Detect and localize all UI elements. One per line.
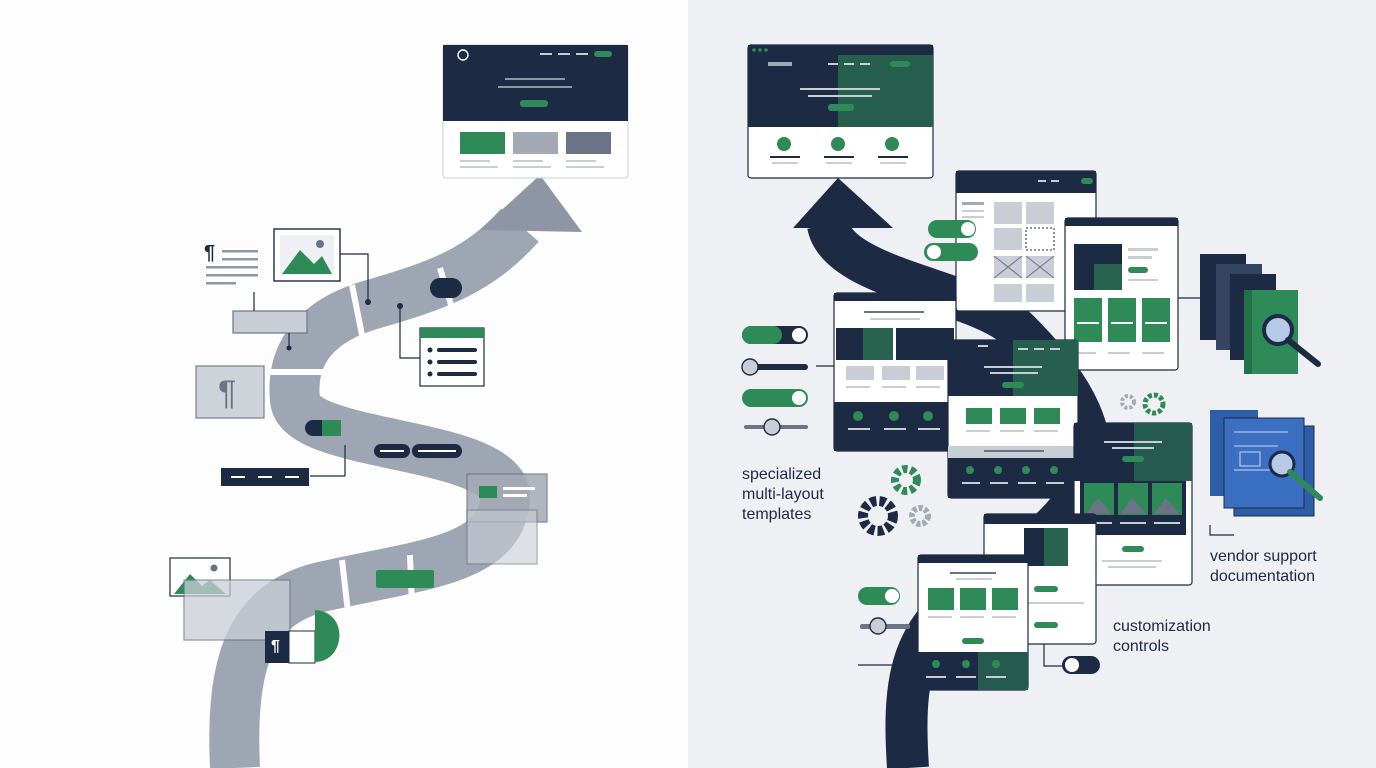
paragraph-icon-small: ¶ <box>271 638 280 655</box>
right-illustration <box>741 44 1323 768</box>
label-templates: specialized multi-layout templates <box>742 466 824 523</box>
gear-icon-small <box>1120 392 1166 416</box>
website-mockup-main <box>747 44 934 179</box>
green-block <box>376 570 434 588</box>
controls-group-left <box>741 326 808 436</box>
left-panel-diy-path: ¶ ¶ ¶ <box>169 44 629 768</box>
label-documentation: vendor support documentation <box>1210 548 1317 585</box>
website-mockup-left <box>442 44 629 179</box>
business-template <box>917 554 1029 691</box>
image-icon <box>273 228 341 282</box>
portfolio-template <box>1073 422 1193 586</box>
paragraph-box <box>195 365 265 419</box>
left-illustration <box>169 44 629 768</box>
label-controls: customization controls <box>1113 618 1211 655</box>
magnifier-icon <box>1262 314 1321 367</box>
gear-icon <box>858 465 931 536</box>
landing-template <box>947 339 1079 499</box>
path-arrow-head <box>480 175 582 232</box>
right-panel-theme-path: specialized multi-layout templates vendo… <box>688 0 1376 768</box>
slider-icon <box>744 364 808 370</box>
paragraph-badge <box>265 631 289 663</box>
product-template <box>1064 217 1179 371</box>
toggle-switch-icon-4 <box>742 389 808 407</box>
placeholder-box <box>232 310 308 334</box>
navy-arrow-head <box>793 178 893 228</box>
text-block-left-top <box>206 250 258 285</box>
content-card-right <box>466 473 548 565</box>
paragraph-icon: ¶ <box>204 242 216 264</box>
blog-template <box>833 292 957 452</box>
wordpress-logo-icon <box>457 49 469 61</box>
book-icon <box>1200 254 1298 374</box>
paragraph-icon-large: ¶ <box>218 374 237 412</box>
documentation-icon <box>1210 410 1323 517</box>
list-card <box>419 327 485 387</box>
grid-template <box>955 170 1097 312</box>
toggle-switch-icon <box>430 278 462 298</box>
